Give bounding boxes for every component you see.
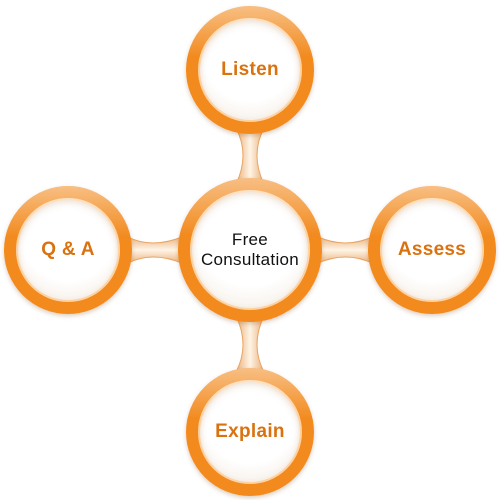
connector-top (235, 127, 265, 185)
node-free-consultation: Free Consultation (178, 178, 322, 322)
connector-bottom (235, 315, 265, 373)
center-label-line2: Consultation (200, 250, 300, 269)
node-listen: Listen (186, 6, 314, 134)
node-listen-label: Listen (221, 59, 279, 80)
node-explain-label: Explain (215, 421, 285, 442)
node-assess: Assess (368, 186, 496, 314)
node-explain: Explain (186, 368, 314, 496)
node-assess-label: Assess (397, 239, 467, 260)
connector-left (125, 235, 185, 265)
connector-right (315, 235, 375, 265)
center-label-line1: Free (231, 230, 269, 249)
node-qa-label: Q & A (41, 239, 95, 260)
center-label: Free Consultation (201, 230, 299, 270)
node-qa: Q & A (4, 186, 132, 314)
